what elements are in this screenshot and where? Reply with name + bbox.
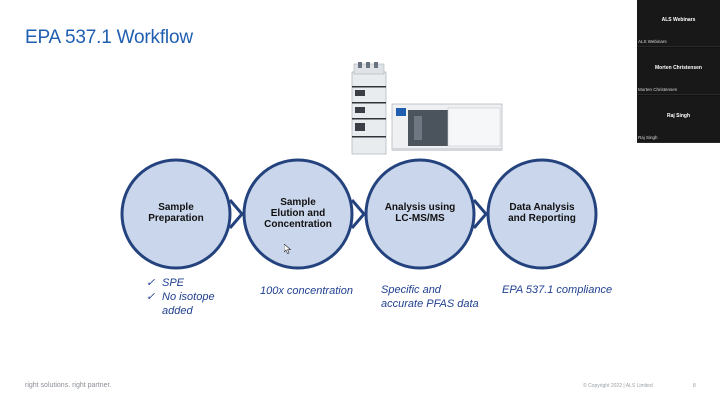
- participant-label: Morten Christensen: [638, 87, 678, 92]
- lc-ms-instrument-icon: [351, 62, 503, 155]
- participant-name: Morten Christensen: [655, 65, 702, 71]
- participant-panel: ALS Webinars ALS Webinars Morten Christe…: [637, 0, 720, 143]
- step-label-line: Concentration: [264, 219, 332, 230]
- participant-name: Raj Singh: [666, 113, 691, 119]
- step-circle-3: [364, 158, 476, 270]
- step-label-line: and Reporting: [508, 213, 576, 224]
- step-label-line: Sample: [158, 202, 194, 213]
- participant-tile[interactable]: ALS Webinars ALS Webinars: [637, 0, 720, 47]
- cursor-icon: [284, 244, 292, 254]
- reporting-note: EPA 537.1 compliance: [502, 284, 613, 296]
- participant-tile[interactable]: Morten Christensen Morten Christensen: [637, 48, 720, 95]
- step-label-line: Data Analysis: [509, 202, 575, 213]
- note-item: added: [146, 304, 215, 318]
- note-text: Specific and: [381, 284, 441, 296]
- note-item: ✓ No isotope: [146, 290, 215, 304]
- note-text: accurate PFAS data: [381, 298, 479, 310]
- analysis-note: Specific and accurate PFAS data: [381, 283, 479, 311]
- step-label-line: Elution and: [270, 208, 326, 219]
- checkmark-icon: ✓: [146, 277, 156, 289]
- page-number: 8: [693, 383, 696, 389]
- step-circle-2: [242, 158, 354, 270]
- note-item: ✓ SPE: [146, 276, 215, 290]
- step-label-2: Sample Elution and Concentration: [250, 197, 346, 230]
- step-label-line: Sample: [280, 197, 316, 208]
- note-text: No isotope: [162, 291, 215, 303]
- step-label-line: Analysis using: [384, 202, 456, 213]
- step-label-3: Analysis using LC-MS/MS: [372, 202, 468, 224]
- footer-tagline: right solutions. right partner.: [25, 382, 112, 389]
- participant-tile[interactable]: Raj Singh Raj Singh: [637, 96, 720, 143]
- workflow-diagram: [120, 158, 598, 270]
- step-circle-4: [486, 158, 598, 270]
- participant-name: ALS Webinars: [661, 17, 696, 23]
- participant-label: Raj Singh: [638, 135, 658, 140]
- step-circle-1: [120, 158, 232, 270]
- checkmark-icon: ✓: [146, 291, 156, 303]
- elution-note: 100x concentration: [260, 285, 353, 297]
- footer-copyright: © Copyright 2022 | ALS Limited: [583, 383, 653, 389]
- step-label-line: Preparation: [148, 213, 204, 224]
- arrow-icon: [228, 199, 244, 229]
- arrow-icon: [472, 199, 488, 229]
- participant-label: ALS Webinars: [638, 39, 667, 44]
- slide-title: EPA 537.1 Workflow: [25, 27, 193, 48]
- step-label-line: LC-MS/MS: [395, 213, 445, 224]
- prep-notes: ✓ SPE ✓ No isotope added: [146, 276, 215, 318]
- step-label-4: Data Analysis and Reporting: [494, 202, 590, 224]
- step-label-1: Sample Preparation: [128, 202, 224, 224]
- note-text: SPE: [162, 277, 185, 289]
- note-text: added: [162, 305, 193, 317]
- arrow-icon: [350, 199, 366, 229]
